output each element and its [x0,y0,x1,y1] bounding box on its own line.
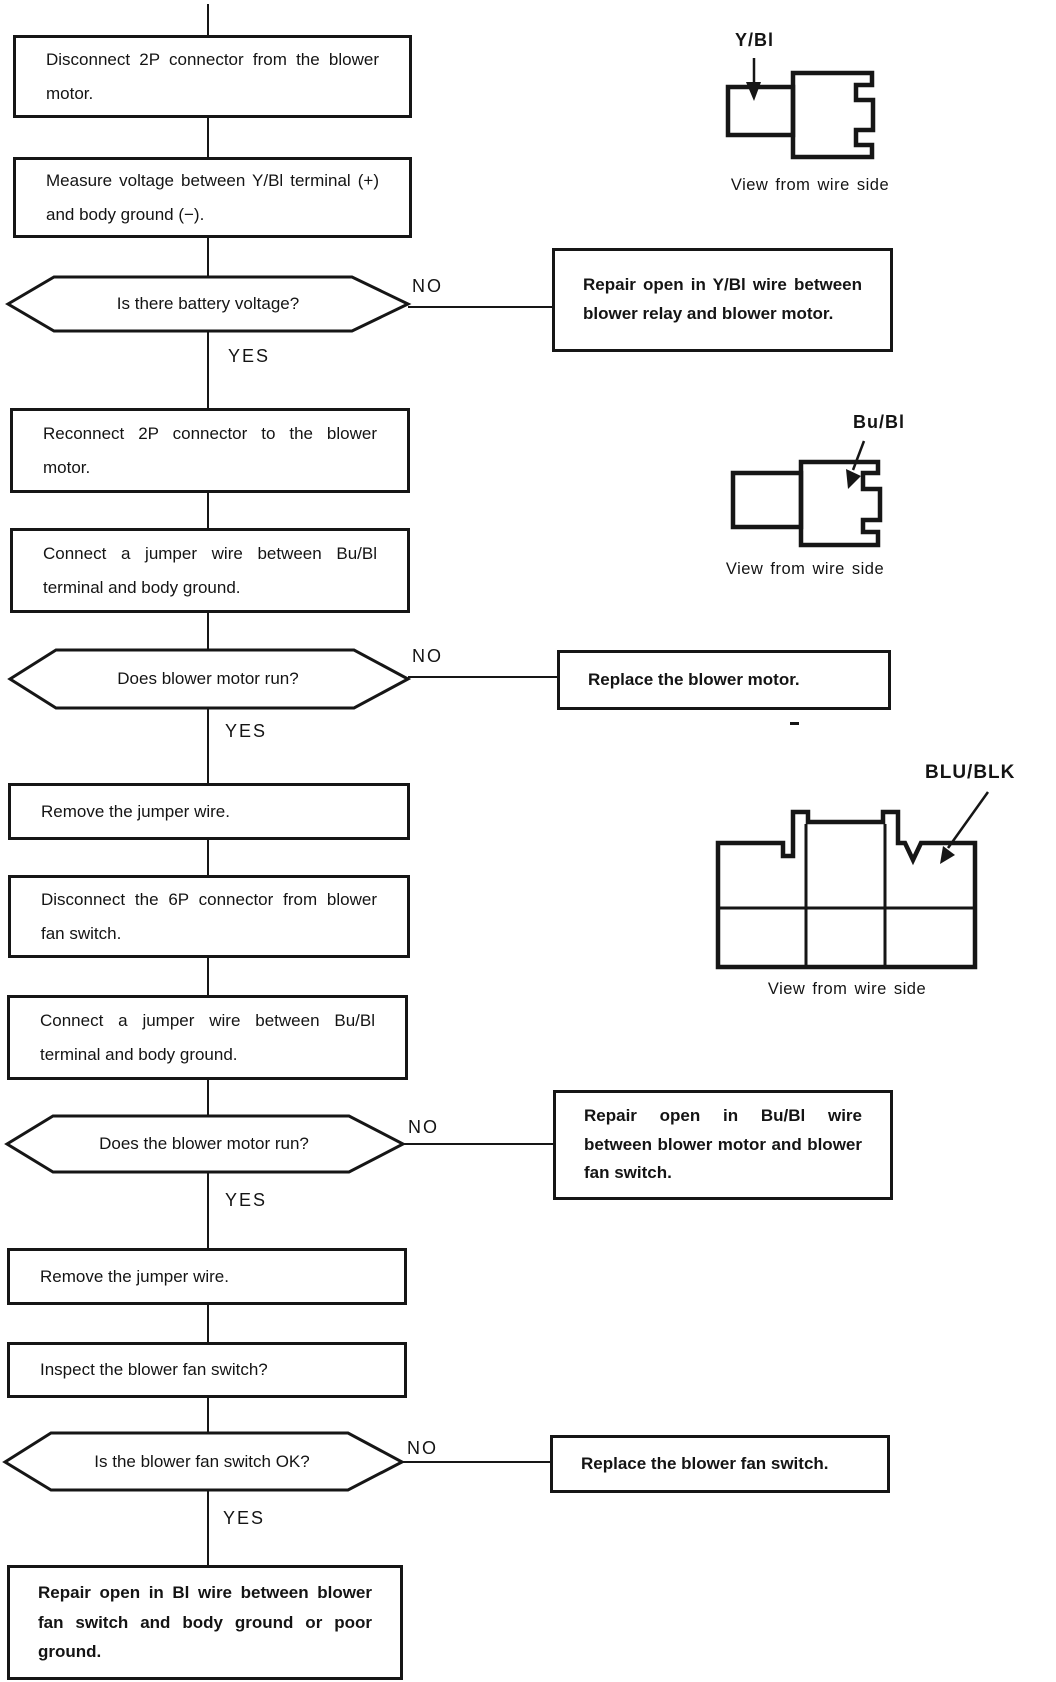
process-box-reconnect-2p: Reconnect 2P connector to the blower mot… [10,408,410,493]
process-text: Reconnect 2P connector to the blower mot… [43,424,377,477]
no-label-4: NO [407,1438,438,1458]
action-box-repair-bl-wire-ground: Repair open in Bl wire between blower fa… [7,1565,403,1680]
process-box-disconnect-6p: Disconnect the 6P connector from blower … [8,875,410,958]
blu-blk-caption: View from wire side [767,980,927,998]
blu-blk-connector-body [715,809,978,970]
yes-label-1: YES [228,346,271,366]
process-box-remove-jumper-1: Remove the jumper wire. [8,783,410,840]
decision-outline-battery-voltage [5,275,412,333]
yes-label-4: YES [223,1508,266,1528]
action-box-replace-blower-motor: Replace the blower motor. [557,650,891,710]
yes-label-2: YES [225,721,268,741]
no-label-2: NO [412,646,443,666]
bu-bl-terminal-cavity [730,470,804,530]
process-box-inspect-fan-switch: Inspect the blower fan switch? [7,1342,407,1398]
process-box-remove-jumper-2: Remove the jumper wire. [7,1248,407,1305]
bu-bl-connector-diagram [730,440,883,548]
decision-fan-switch-ok: Is the blower fan switch OK? [94,1451,310,1471]
no-label-1: NO [412,276,443,296]
bu-bl-arrow-shaft [851,440,866,471]
yes-label-3: YES [225,1190,268,1210]
process-text: Connect a jumper wire between Bu/Bl term… [40,1011,375,1064]
process-text: Remove the jumper wire. [41,801,230,821]
y-bl-connector-body [790,70,876,160]
action-text: Repair open in Bl wire between blower fa… [38,1582,372,1662]
bu-bl-arrowhead [846,469,861,489]
printed-dash-mark [790,722,799,725]
blu-blk-cell-dividers [718,824,975,967]
process-text: Remove the jumper wire. [40,1266,229,1286]
process-text: Inspect the blower fan switch? [40,1360,268,1380]
process-box-jumper-wire-2: Connect a jumper wire between Bu/Bl term… [7,995,408,1080]
bu-bl-caption: View from wire side [725,560,885,578]
decision-blower-motor-run-2: Does the blower motor run? [99,1134,309,1153]
y-bl-wire-label: Y/Bl [735,30,775,50]
y-bl-terminal-cavity [725,84,796,138]
action-text: Repair open in Y/Bl wire between blower … [583,275,862,323]
decision-outline-fan-switch-ok [2,1431,406,1492]
blu-blk-arrowhead [940,846,955,864]
decision-outline-blower-motor-run [7,648,412,710]
process-box-jumper-wire-1: Connect a jumper wire between Bu/Bl term… [10,528,410,613]
blu-blk-connector-diagram [715,791,990,970]
blu-blk-arrow-shaft [946,791,990,849]
process-text: Measure voltage between Y/Bl terminal (+… [46,171,379,224]
action-text: Repair open in Bu/Bl wire between blower… [584,1105,862,1183]
action-text: Replace the blower fan switch. [581,1453,829,1473]
process-text: Connect a jumper wire between Bu/Bl term… [43,544,377,597]
bu-bl-wire-label: Bu/Bl [853,412,905,432]
no-label-3: NO [408,1117,439,1137]
blu-blk-wire-label: BLU/BLK [925,762,1016,783]
decision-blower-motor-run: Does blower motor run? [117,669,299,688]
process-box-measure-voltage: Measure voltage between Y/Bl terminal (+… [13,157,412,238]
action-box-repair-y-bl-wire: Repair open in Y/Bl wire between blower … [552,248,893,352]
action-box-repair-bu-bl-wire: Repair open in Bu/Bl wire between blower… [553,1090,893,1200]
bu-bl-connector-body [798,459,883,548]
y-bl-arrowhead [746,82,761,101]
decision-outline-blower-motor-run-2 [4,1114,407,1174]
process-text: Disconnect the 6P connector from blower … [41,890,377,943]
process-text: Disconnect 2P connector from the blower … [46,50,379,103]
flow-lines [207,4,557,1565]
action-text: Replace the blower motor. [588,669,800,689]
process-box-disconnect-2p: Disconnect 2P connector from the blower … [13,35,412,118]
y-bl-caption: View from wire side [730,176,890,194]
decision-battery-voltage: Is there battery voltage? [116,294,300,313]
action-box-replace-fan-switch: Replace the blower fan switch. [550,1435,890,1493]
y-bl-connector-diagram [725,58,876,160]
